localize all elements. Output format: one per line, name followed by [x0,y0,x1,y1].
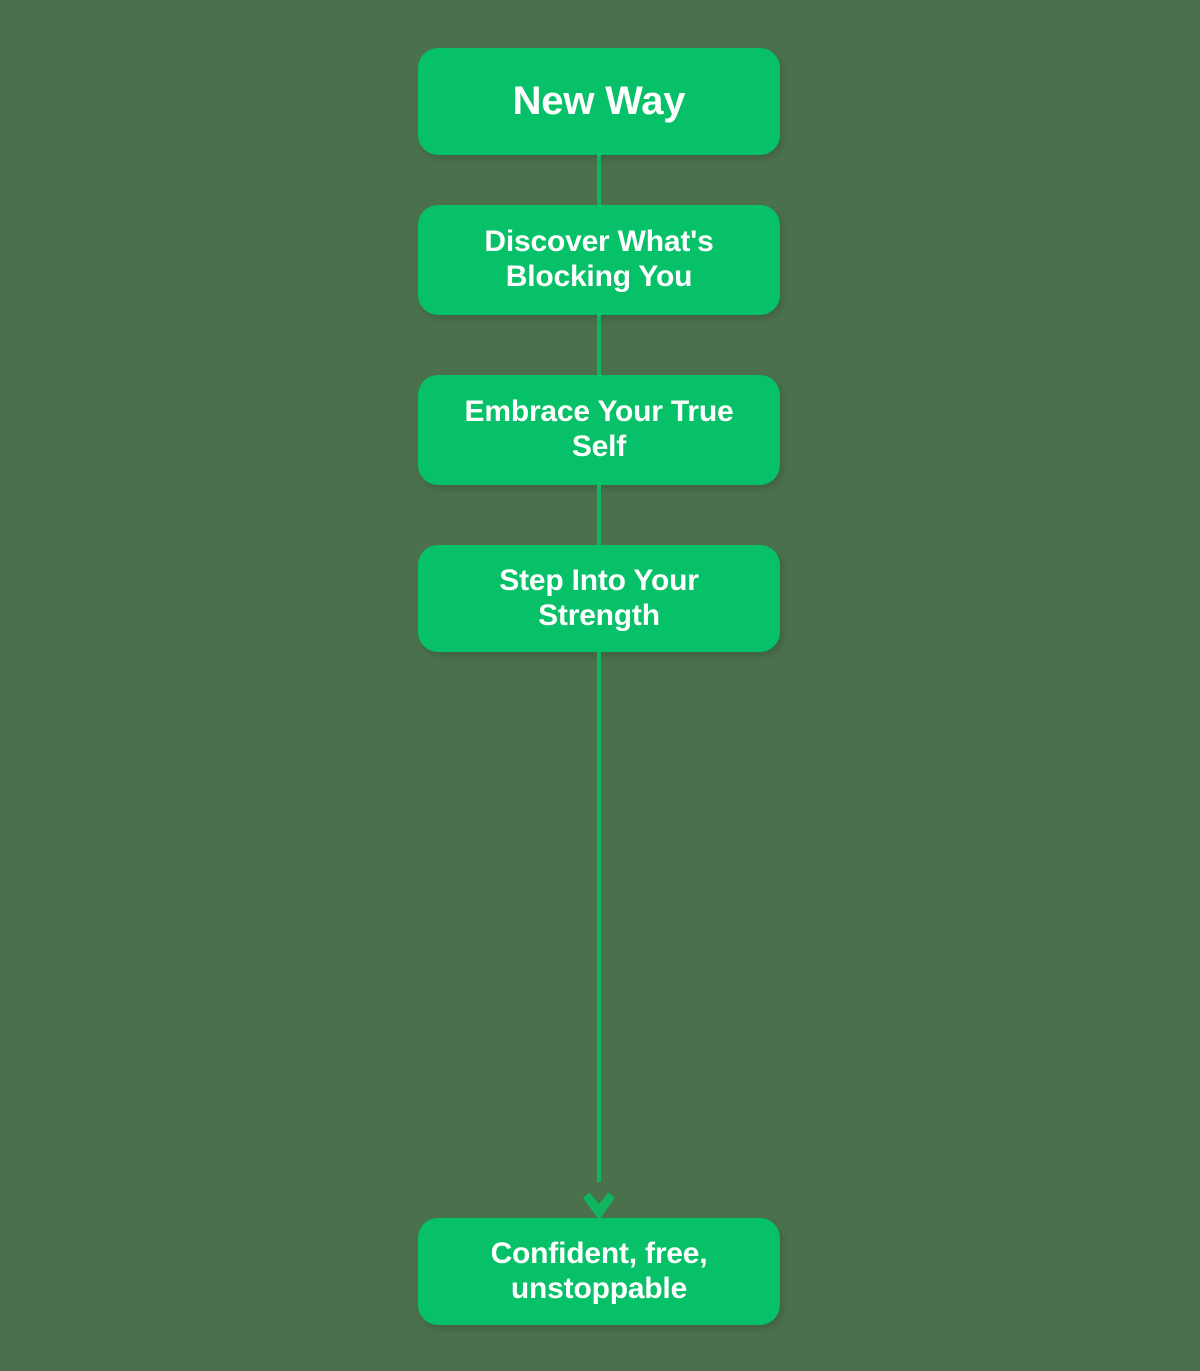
node-confident-free-unstoppable[interactable]: Confident, free, unstoppable [418,1218,780,1325]
node-new-way-label: New Way [512,79,686,124]
node-embrace-your-true-self-label: Embrace Your True Self [464,395,734,463]
arrow-down-icon [581,1176,617,1220]
node-discover-whats-blocking-you-label: Discover What's Blocking You [484,225,714,293]
node-discover-whats-blocking-you[interactable]: Discover What's Blocking You [418,205,780,315]
connector-step-2-to-step-3 [597,485,601,545]
node-step-into-your-strength[interactable]: Step Into Your Strength [418,545,780,652]
node-step-into-your-strength-label: Step Into Your Strength [499,563,699,632]
node-new-way[interactable]: New Way [418,48,780,155]
connector-step-3-to-outcome [597,652,601,1182]
node-embrace-your-true-self[interactable]: Embrace Your True Self [418,375,780,485]
node-confident-free-unstoppable-label: Confident, free, unstoppable [490,1236,708,1305]
connector-title-to-step-1 [597,155,601,205]
connector-step-1-to-step-2 [597,315,601,375]
